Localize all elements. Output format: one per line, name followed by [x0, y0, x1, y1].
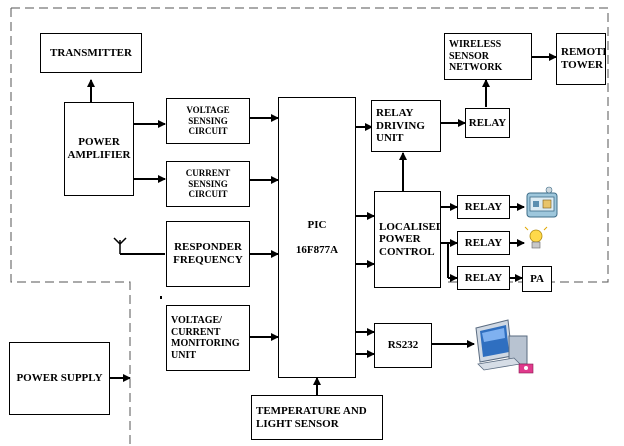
vc-monitoring-label: VOLTAGE/ CURRENT MONITORING UNIT: [171, 315, 240, 361]
temp-light-label: TEMPERATURE AND LIGHT SENSOR: [256, 404, 367, 430]
power-amplifier-label: POWER AMPLIFIER: [67, 136, 131, 161]
transmitter-label: TRANSMITTER: [50, 46, 132, 59]
responder-frequency-label: RESPONDER FREQUENCY: [173, 241, 243, 266]
relay-3-block: RELAY: [457, 266, 510, 290]
localised-power-block: LOCALISED POWER CONTROL: [374, 191, 441, 288]
responder-frequency-block: RESPONDER FREQUENCY: [166, 221, 250, 287]
voltage-sensing-block: VOLTAGE SENSING CIRCUIT: [166, 98, 250, 144]
current-sensing-block: CURRENT SENSING CIRCUIT: [166, 161, 250, 207]
remote-tower-label: REMOTE TOWER: [561, 46, 606, 71]
relay-1-label: RELAY: [464, 200, 503, 213]
power-supply-label: POWER SUPPLY: [16, 372, 103, 385]
relay-3-label: RELAY: [464, 271, 503, 284]
pa-label: PA: [530, 272, 544, 285]
relay-2-label: RELAY: [464, 236, 503, 249]
voltage-sensing-label: VOLTAGE SENSING CIRCUIT: [186, 105, 230, 137]
relay-driving-block: RELAY DRIVING UNIT: [371, 100, 441, 152]
remote-tower-block: REMOTE TOWER: [556, 33, 606, 85]
relay-2-block: RELAY: [457, 231, 510, 255]
wireless-sensor-label: WIRELESS SENSOR NETWORK: [449, 39, 503, 74]
rs232-label: RS232: [387, 339, 419, 352]
relay-top-label: RELAY: [468, 116, 507, 129]
light-bulb-icon: [524, 226, 548, 249]
power-supply-block: POWER SUPPLY: [9, 342, 110, 415]
computer-icon: [475, 319, 534, 374]
appliance-icon: [526, 186, 558, 218]
pic-label: PIC 16F877A: [295, 218, 339, 256]
relay-driving-label: RELAY DRIVING UNIT: [376, 107, 425, 145]
wireless-sensor-block: WIRELESS SENSOR NETWORK: [444, 33, 532, 80]
transmitter-block: TRANSMITTER: [40, 33, 142, 73]
relay-1-block: RELAY: [457, 195, 510, 219]
pa-block: PA: [522, 266, 552, 292]
power-amplifier-block: POWER AMPLIFIER: [64, 102, 134, 196]
pic-block: PIC 16F877A: [278, 97, 356, 378]
antenna-icon: [113, 237, 165, 255]
rs232-block: RS232: [374, 323, 432, 368]
stray-dot: [160, 296, 162, 299]
relay-top-block: RELAY: [465, 108, 510, 138]
vc-monitoring-block: VOLTAGE/ CURRENT MONITORING UNIT: [166, 305, 250, 371]
current-sensing-label: CURRENT SENSING CIRCUIT: [185, 168, 231, 200]
temp-light-block: TEMPERATURE AND LIGHT SENSOR: [251, 395, 383, 440]
localised-power-label: LOCALISED POWER CONTROL: [379, 220, 441, 258]
